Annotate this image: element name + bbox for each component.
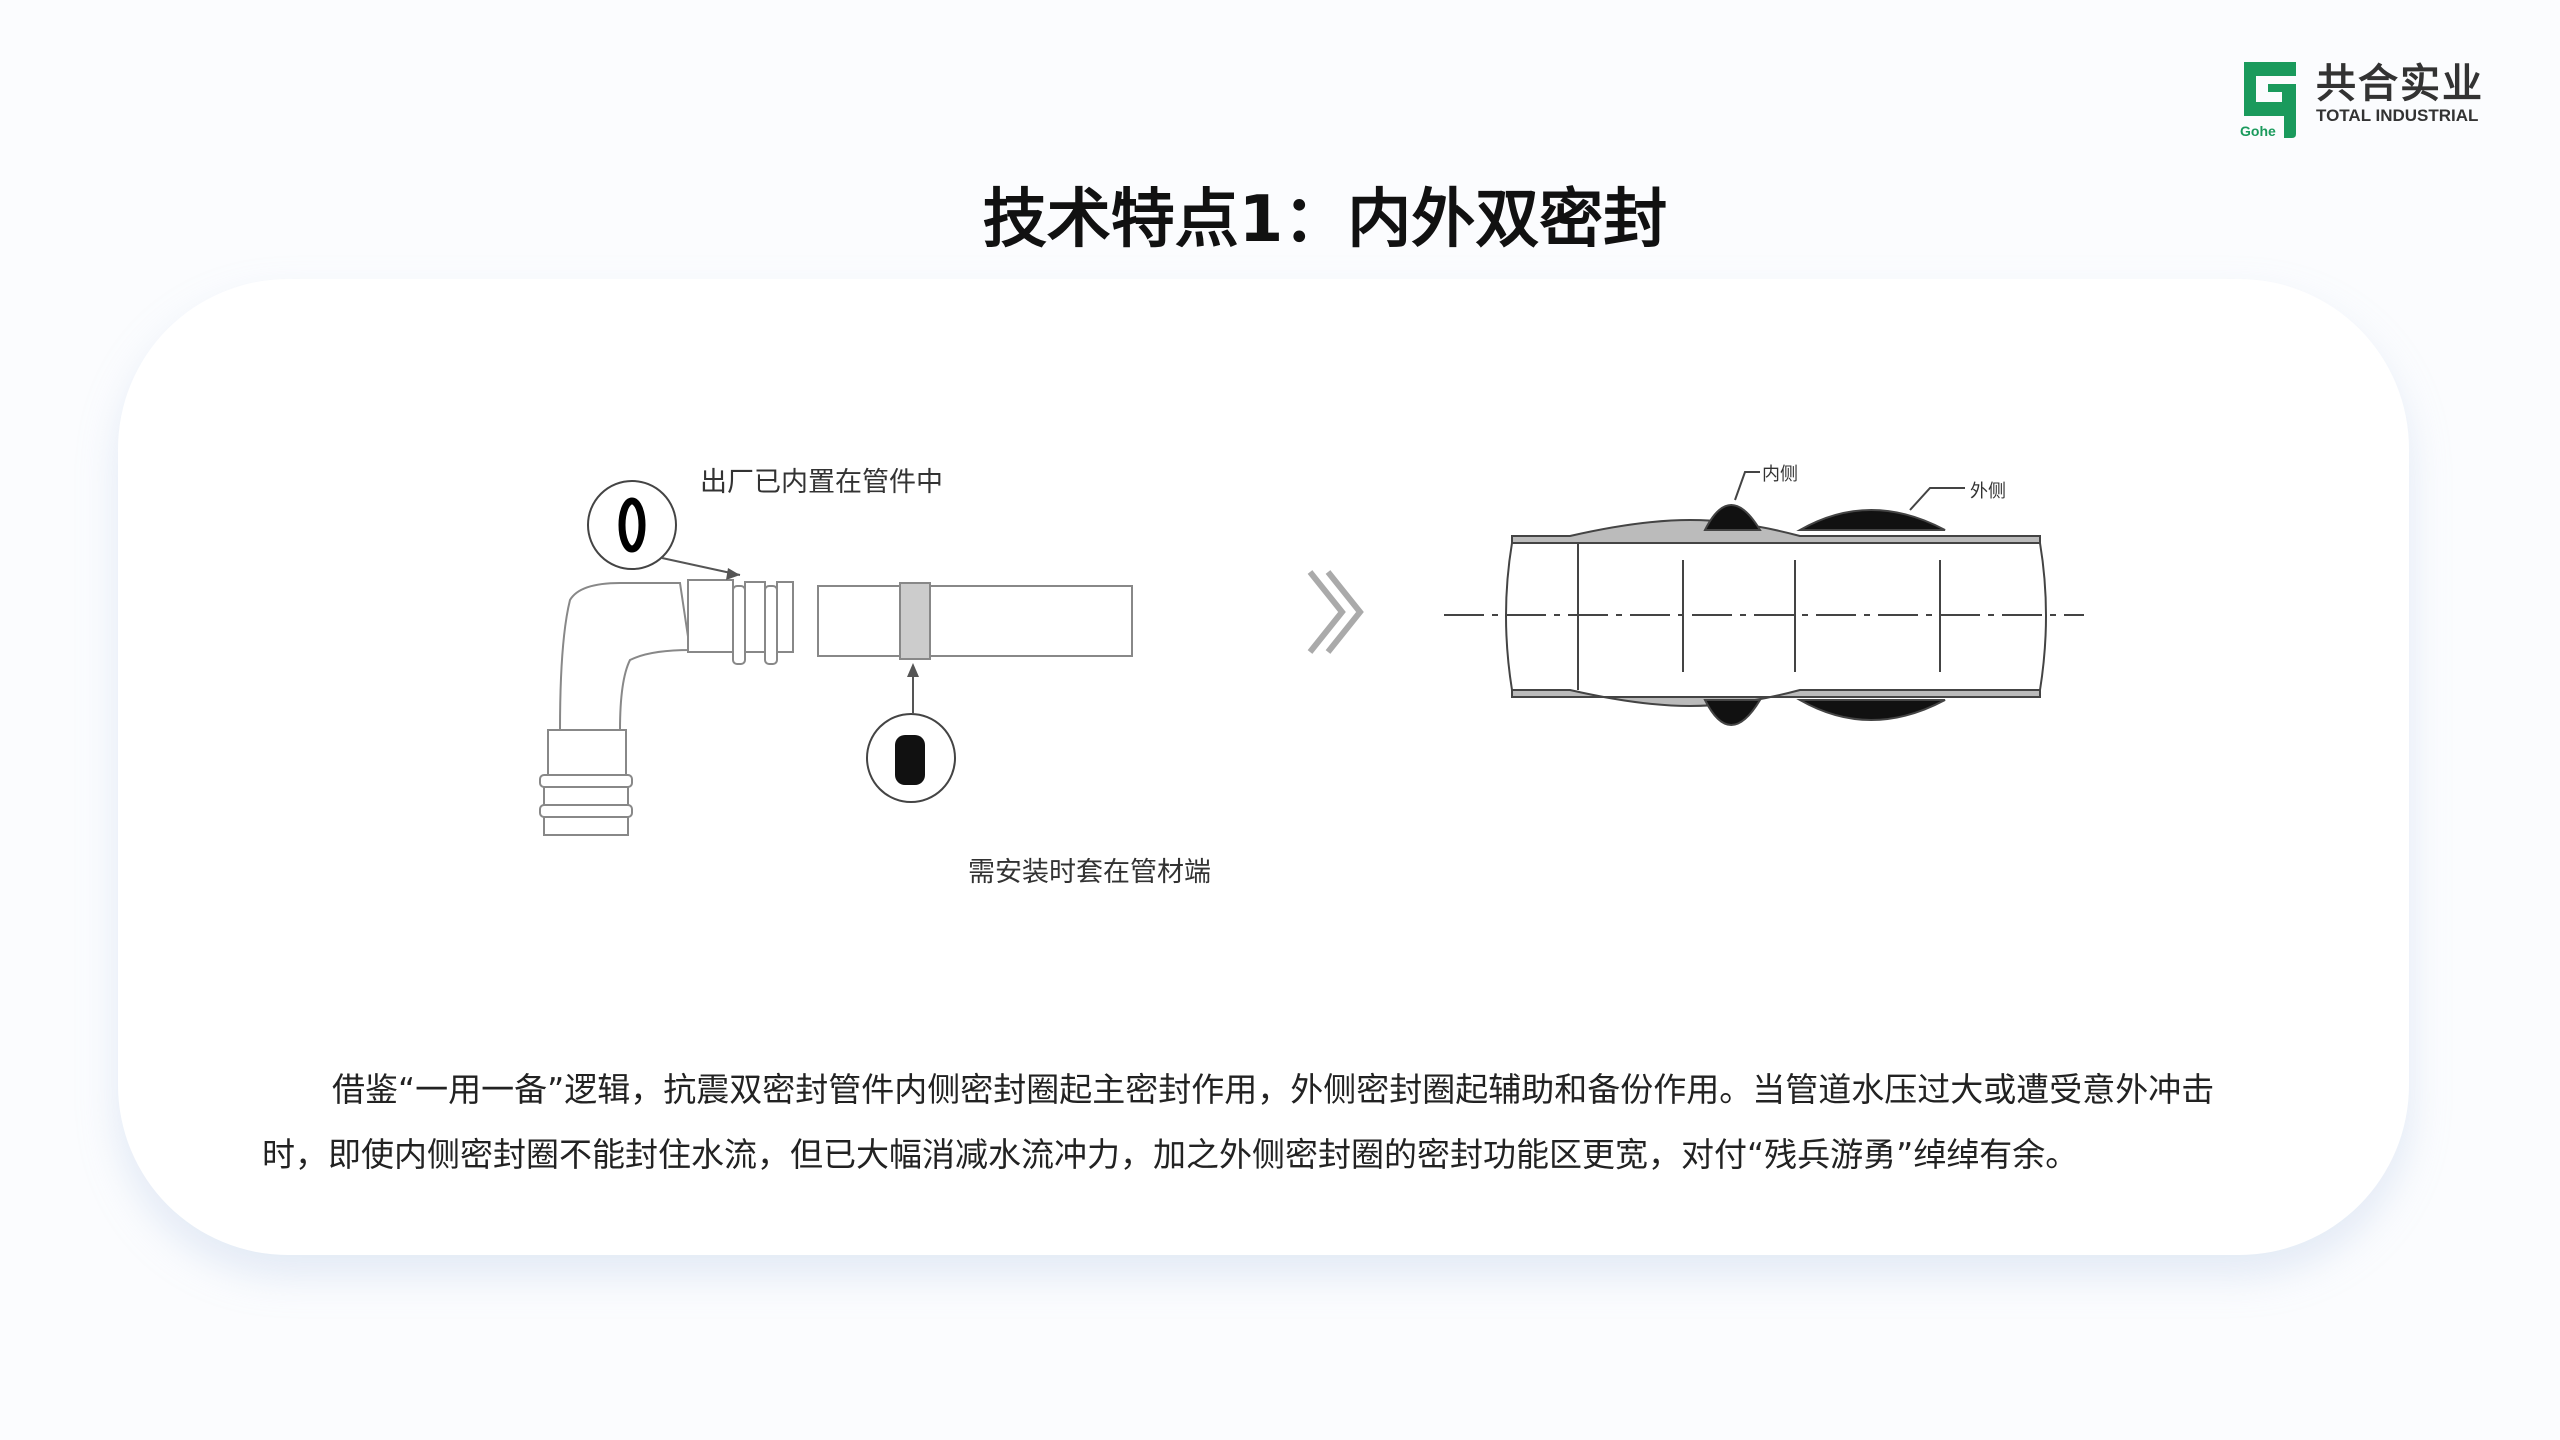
svg-text:Gohe: Gohe (2240, 123, 2276, 138)
content-card (118, 279, 2409, 1255)
company-logo: Gohe 共合实业 TOTAL INDUSTRIAL (2238, 62, 2484, 138)
logo-brand-cn: 共合实业 (2316, 61, 2484, 107)
gohe-logo-icon: Gohe (2240, 62, 2296, 138)
factory-preinstalled-label: 出厂已内置在管件中 (700, 467, 943, 498)
chevron-right-icon (1307, 570, 1364, 654)
oring-callout-icon (587, 480, 741, 580)
pipe-drawing (817, 582, 1133, 660)
outer-side-label: 外侧 (1970, 481, 2006, 502)
sealed-joint-section-drawing (1444, 471, 2084, 726)
page-title: 技术特点1：内外双密封 (982, 183, 1668, 257)
sleeve-ring-callout-icon (866, 663, 956, 803)
inner-side-label: 内侧 (1762, 464, 1798, 485)
logo-brand-en: TOTAL INDUSTRIAL (2316, 106, 2479, 125)
install-sleeve-label: 需安装时套在管材端 (968, 857, 1211, 888)
elbow-fitting-drawing (539, 579, 794, 836)
description-paragraph: 借鉴“一用一备”逻辑，抗震双密封管件内侧密封圈起主密封作用，外侧密封圈起辅助和备… (262, 1070, 2215, 1174)
